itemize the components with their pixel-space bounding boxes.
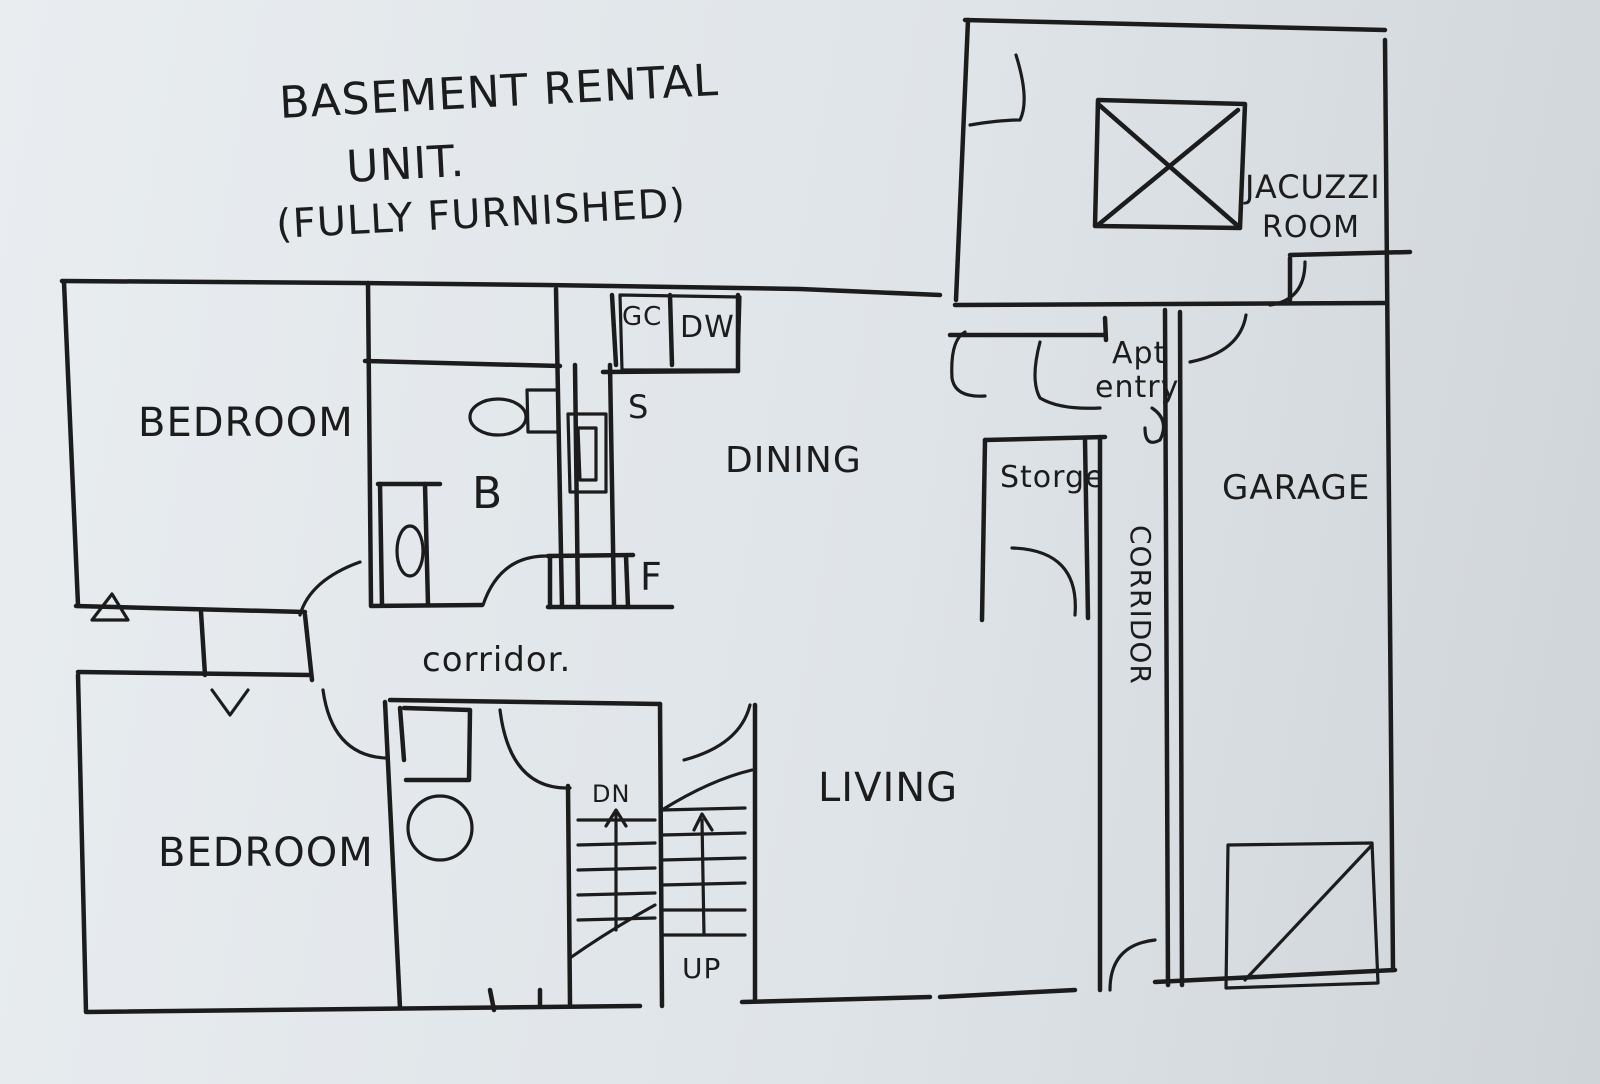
jacuzzi-label-1: JACUZZI [1245, 168, 1381, 206]
title-line-2: UNIT. [345, 135, 467, 193]
doors [298, 53, 1307, 992]
corridor-vertical-label: CORRIDOR [1124, 525, 1157, 685]
fridge-label: F [640, 555, 663, 599]
dining-label: DINING [725, 440, 862, 481]
interior-walls [73, 249, 1413, 1013]
garage-parking-box [1224, 841, 1380, 990]
bedroom-top-label: BEDROOM [138, 400, 354, 446]
bedroom-bottom-label: BEDROOM [158, 830, 374, 876]
gc-label: GC [622, 302, 663, 332]
exterior-walls [59, 17, 1398, 1015]
stairs [568, 768, 754, 960]
jacuzzi-label-2: ROOM [1262, 210, 1360, 245]
fixtures [90, 293, 742, 862]
sink-label: S [628, 388, 650, 426]
living-label: LIVING [818, 765, 959, 811]
apt-entry-label-1: Apt [1112, 336, 1167, 371]
jacuzzi-tub [1092, 97, 1248, 231]
garage-label: GARAGE [1222, 468, 1371, 508]
stairs-up-label: UP [682, 952, 722, 985]
bath-label: B [472, 468, 504, 519]
storage-label: Storge [1000, 460, 1105, 495]
corridor-label: corridor. [422, 640, 572, 680]
stairs-down-label: DN [592, 780, 631, 808]
dw-label: DW [680, 310, 735, 345]
apt-entry-label-2: entry [1095, 370, 1180, 405]
